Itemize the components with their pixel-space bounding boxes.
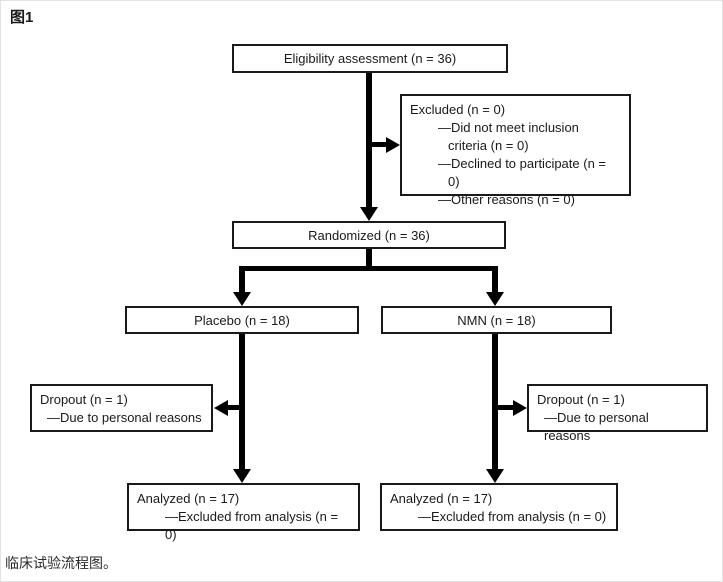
eligibility-assessment-box: Eligibility assessment (n = 36) (232, 44, 508, 73)
dropout-right-title: Dropout (n = 1) (537, 392, 625, 407)
excluded-item: —Did not meet inclusion criteria (n = 0) (438, 120, 579, 153)
excluded-item: —Declined to participate (n = 0) (438, 156, 607, 189)
placebo-box: Placebo (n = 18) (125, 306, 359, 334)
figure-label: 图1 (10, 9, 34, 26)
connector-eligibility-randomized-line (366, 73, 372, 208)
nmn-box: NMN (n = 18) (381, 306, 612, 334)
analyzed-right-box: Analyzed (n = 17) —Excluded from analysi… (380, 483, 618, 531)
arrow-down-to-randomized-icon (360, 207, 378, 221)
dropout-right-box: Dropout (n = 1) —Due to personal reasons (527, 384, 708, 443)
arrow-down-to-analyzed-right-icon (486, 469, 504, 483)
randomized-box: Randomized (n = 36) (232, 221, 506, 249)
dropout-right-item: —Due to personal reasons (544, 410, 649, 443)
connector-branch-right-line (492, 266, 498, 293)
analyzed-right-item: —Excluded from analysis (n = 0) (418, 509, 607, 524)
excluded-box: Excluded (n = 0) —Did not meet inclusion… (400, 94, 631, 207)
arrow-right-to-dropout-icon (513, 400, 527, 416)
excluded-title: Excluded (n = 0) (410, 102, 506, 117)
eligibility-assessment-label: Eligibility assessment (n = 36) (283, 51, 457, 66)
connector-nmn-analyzed-line (492, 334, 498, 469)
randomized-label: Randomized (n = 36) (308, 227, 430, 243)
analyzed-left-title: Analyzed (n = 17) (137, 491, 240, 506)
arrow-right-to-excluded-icon (386, 137, 400, 153)
connector-placebo-analyzed-line (239, 334, 245, 469)
connector-branch-left-line (239, 266, 245, 293)
analyzed-right-title: Analyzed (n = 17) (390, 491, 493, 506)
connector-branch-horizontal-line (239, 266, 498, 271)
placebo-label: Placebo (n = 18) (194, 312, 290, 328)
analyzed-left-item: —Excluded from analysis (n = 0) (165, 509, 339, 542)
arrow-down-to-nmn-icon (486, 292, 504, 306)
arrow-down-to-placebo-icon (233, 292, 251, 306)
dropout-left-box: Dropout (n = 1) —Due to personal reasons (30, 384, 213, 432)
dropout-left-title: Dropout (n = 1) (40, 392, 128, 407)
nmn-label: NMN (n = 18) (457, 312, 536, 328)
figure-caption: 临床试验流程图。 (5, 555, 117, 571)
connector-branch-stub-line (366, 249, 372, 271)
connector-to-dropout-right-line (492, 405, 513, 410)
dropout-left-item: —Due to personal reasons (47, 410, 202, 425)
excluded-item: —Other reasons (n = 0) (438, 192, 575, 207)
arrow-down-to-analyzed-left-icon (233, 469, 251, 483)
analyzed-left-box: Analyzed (n = 17) —Excluded from analysi… (127, 483, 360, 542)
connector-to-excluded-line (372, 142, 387, 147)
arrow-left-to-dropout-icon (214, 400, 228, 416)
connector-to-dropout-left-line (228, 405, 245, 410)
